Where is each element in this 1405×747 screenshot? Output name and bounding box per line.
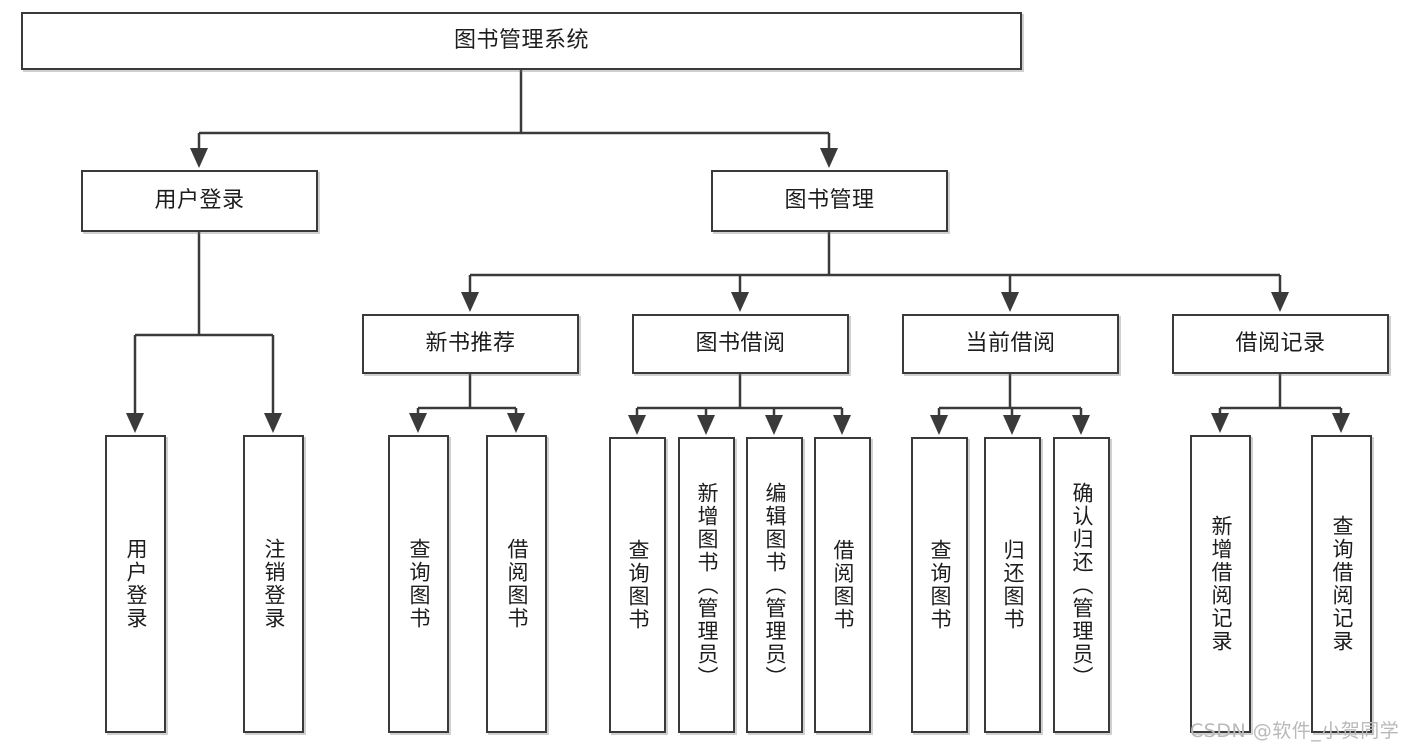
node-user-login[interactable]: 用户登录 — [81, 170, 318, 232]
conn-book-borrow-arrowhead-1 — [697, 415, 715, 435]
node-label-leaf-query-book-rec: 查询图书 — [407, 538, 431, 630]
node-leaf-user-logout[interactable]: 注销登录 — [243, 435, 304, 733]
conn-user-login-arrowhead-1 — [264, 413, 282, 433]
conn-root-arrowhead-1 — [820, 148, 838, 168]
node-label-leaf-user-logout: 注销登录 — [262, 538, 286, 630]
node-label-leaf-query-book-current: 查询图书 — [928, 539, 952, 631]
conn-current-borrow-arrowhead-2 — [1072, 415, 1090, 435]
conn-book-borrow-arrowhead-2 — [765, 415, 783, 435]
node-leaf-query-book-current[interactable]: 查询图书 — [911, 437, 968, 733]
conn-current-borrow-arrowhead-0 — [930, 415, 948, 435]
node-book-manage[interactable]: 图书管理 — [711, 170, 948, 232]
node-label-leaf-query-borrow-record: 查询借阅记录 — [1330, 515, 1354, 653]
node-leaf-user-login[interactable]: 用户登录 — [105, 435, 166, 733]
node-leaf-add-borrow-record[interactable]: 新增借阅记录 — [1190, 435, 1251, 733]
conn-root-arrowhead-0 — [190, 148, 208, 168]
conn-user-login-arrowhead-0 — [126, 413, 144, 433]
conn-book-manage-arrowhead-0 — [461, 292, 479, 312]
node-borrow-record[interactable]: 借阅记录 — [1172, 314, 1389, 374]
node-label-leaf-borrow-book-rec: 借阅图书 — [505, 538, 529, 630]
node-label-leaf-user-login: 用户登录 — [124, 538, 148, 630]
conn-new-book-recommend-arrowhead-0 — [409, 413, 427, 433]
node-label-new-book-recommend: 新书推荐 — [425, 331, 516, 357]
node-new-book-recommend[interactable]: 新书推荐 — [362, 314, 579, 374]
node-label-leaf-query-book-borrow: 查询图书 — [626, 539, 650, 631]
conn-book-borrow-arrowhead-0 — [628, 415, 646, 435]
node-current-borrow[interactable]: 当前借阅 — [902, 314, 1119, 374]
node-label-leaf-add-borrow-record: 新增借阅记录 — [1209, 515, 1233, 653]
node-label-leaf-return-book: 归还图书 — [1001, 539, 1025, 631]
node-leaf-query-book-borrow[interactable]: 查询图书 — [609, 437, 666, 733]
node-leaf-query-book-rec[interactable]: 查询图书 — [388, 435, 449, 733]
conn-book-manage-arrowhead-3 — [1271, 292, 1289, 312]
node-leaf-query-borrow-record[interactable]: 查询借阅记录 — [1311, 435, 1372, 733]
node-label-book-borrow: 图书借阅 — [695, 331, 786, 357]
node-leaf-confirm-return-admin[interactable]: 确认归还（管理员） — [1053, 437, 1110, 733]
node-leaf-borrow-book-borrow[interactable]: 借阅图书 — [814, 437, 871, 733]
conn-current-borrow-arrowhead-1 — [1003, 415, 1021, 435]
node-label-leaf-edit-book-admin: 编辑图书（管理员） — [763, 481, 787, 689]
conn-book-borrow-arrowhead-3 — [833, 415, 851, 435]
conn-book-manage-arrowhead-1 — [731, 292, 749, 312]
node-label-root: 图书管理系统 — [453, 28, 589, 54]
node-label-leaf-borrow-book-borrow: 借阅图书 — [831, 539, 855, 631]
node-leaf-borrow-book-rec[interactable]: 借阅图书 — [486, 435, 547, 733]
node-label-leaf-add-book-admin: 新增图书（管理员） — [695, 481, 719, 689]
conn-book-manage-arrowhead-2 — [1001, 292, 1019, 312]
node-leaf-edit-book-admin[interactable]: 编辑图书（管理员） — [746, 437, 803, 733]
node-label-leaf-confirm-return-admin: 确认归还（管理员） — [1070, 481, 1094, 689]
node-root[interactable]: 图书管理系统 — [21, 12, 1022, 70]
conn-borrow-record-arrowhead-0 — [1211, 413, 1229, 433]
node-leaf-add-book-admin[interactable]: 新增图书（管理员） — [678, 437, 735, 733]
node-label-user-login: 用户登录 — [154, 188, 245, 214]
conn-borrow-record-arrowhead-1 — [1332, 413, 1350, 433]
node-label-borrow-record: 借阅记录 — [1235, 331, 1326, 357]
node-label-book-manage: 图书管理 — [784, 188, 875, 214]
node-leaf-return-book[interactable]: 归还图书 — [984, 437, 1041, 733]
conn-new-book-recommend-arrowhead-1 — [507, 413, 525, 433]
node-label-current-borrow: 当前借阅 — [965, 331, 1056, 357]
node-book-borrow[interactable]: 图书借阅 — [632, 314, 849, 374]
